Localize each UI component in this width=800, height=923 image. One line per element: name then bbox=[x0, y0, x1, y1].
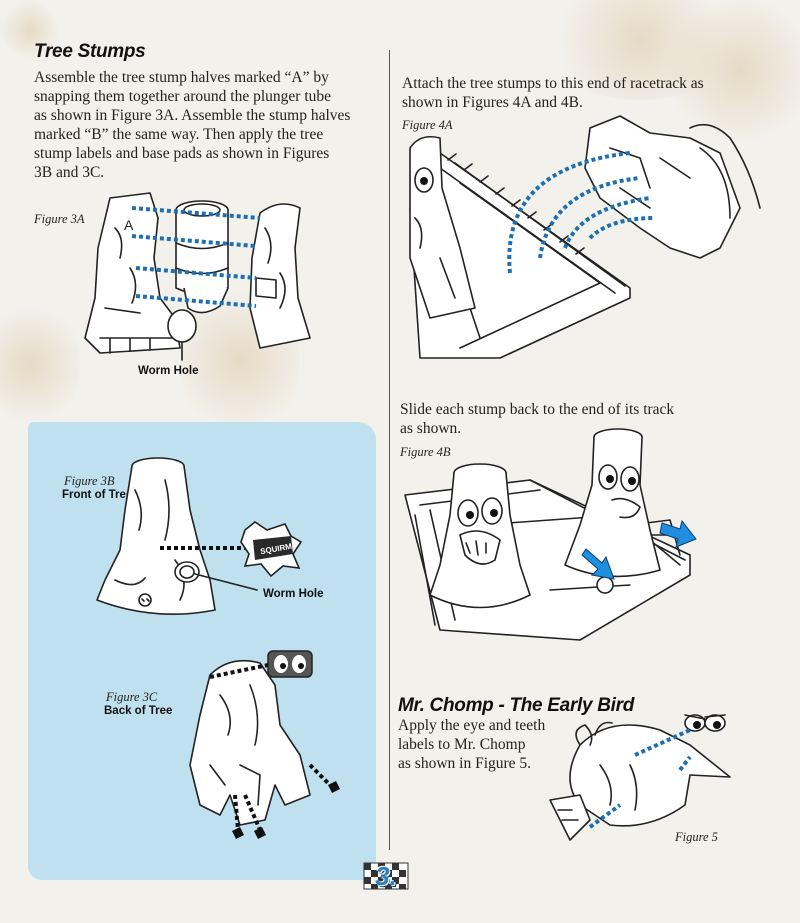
instruction-line: Apply the eye and teeth bbox=[398, 717, 546, 734]
worm-hole-callout-3a: Worm Hole bbox=[138, 365, 199, 377]
figure-3c-label: Figure 3C bbox=[106, 690, 158, 704]
paper-stain bbox=[540, 0, 740, 100]
instruction-line: Assemble the tree stump halves marked “A… bbox=[34, 69, 329, 86]
figure-3b-caption: Front of Tree bbox=[62, 489, 133, 501]
instruction-line: as shown in Figure 3A. Assemble the stum… bbox=[34, 107, 351, 124]
column-divider bbox=[389, 50, 390, 850]
attach-instructions: Attach the tree stumps to this end of ra… bbox=[402, 74, 782, 112]
tree-stumps-instructions: Assemble the tree stump halves marked “A… bbox=[34, 68, 384, 182]
page-number-badge: 3. bbox=[362, 860, 410, 892]
instruction-line: as shown in Figure 5. bbox=[398, 755, 532, 772]
mr-chomp-heading: Mr. Chomp - The Early Bird bbox=[398, 695, 635, 716]
worm-hole-callout-3b: Worm Hole bbox=[263, 588, 324, 600]
figure-3c-tree-illustration bbox=[189, 650, 340, 839]
figure-4a-label: Figure 4A bbox=[402, 118, 453, 132]
figure-4a-illustration bbox=[409, 115, 761, 359]
figure-3a-label: Figure 3A bbox=[34, 212, 85, 226]
paper-stain bbox=[0, 300, 80, 430]
instruction-line: labels to Mr. Chomp bbox=[398, 736, 526, 753]
figure-3b-tree-illustration: SQUIRM bbox=[96, 457, 303, 616]
figure-4b-illustration bbox=[404, 428, 697, 641]
instruction-line: as shown. bbox=[400, 420, 462, 437]
mr-chomp-instructions: Apply the eye and teeth labels to Mr. Ch… bbox=[398, 716, 588, 773]
paper-stain bbox=[0, 0, 60, 60]
page-number: 3. bbox=[375, 860, 397, 891]
figure-3c-caption: Back of Tree bbox=[104, 705, 173, 717]
paper-stain bbox=[660, 0, 800, 140]
checkered-flag-icon bbox=[363, 862, 409, 890]
figure-3b-label: Figure 3B bbox=[64, 474, 115, 488]
slide-instructions: Slide each stump back to the end of its … bbox=[400, 400, 780, 438]
figure-4b-label: Figure 4B bbox=[400, 445, 451, 459]
instruction-line: 3B and 3C. bbox=[34, 164, 105, 181]
part-letter-a: A bbox=[124, 217, 134, 233]
figure-3a-illustration: A bbox=[84, 192, 311, 361]
figure-5-label: Figure 5 bbox=[675, 830, 718, 844]
instruction-line: shown in Figures 4A and 4B. bbox=[402, 94, 583, 111]
figure-5-bird-illustration bbox=[549, 714, 731, 841]
instruction-line: Slide each stump back to the end of its … bbox=[400, 401, 675, 418]
instruction-line: stump labels and base pads as shown in F… bbox=[34, 145, 330, 162]
instruction-line: Attach the tree stumps to this end of ra… bbox=[402, 75, 704, 92]
instruction-line: marked “B” the same way. Then apply the … bbox=[34, 126, 324, 143]
tree-stumps-heading: Tree Stumps bbox=[34, 41, 146, 62]
instruction-line: snapping them together around the plunge… bbox=[34, 88, 332, 105]
